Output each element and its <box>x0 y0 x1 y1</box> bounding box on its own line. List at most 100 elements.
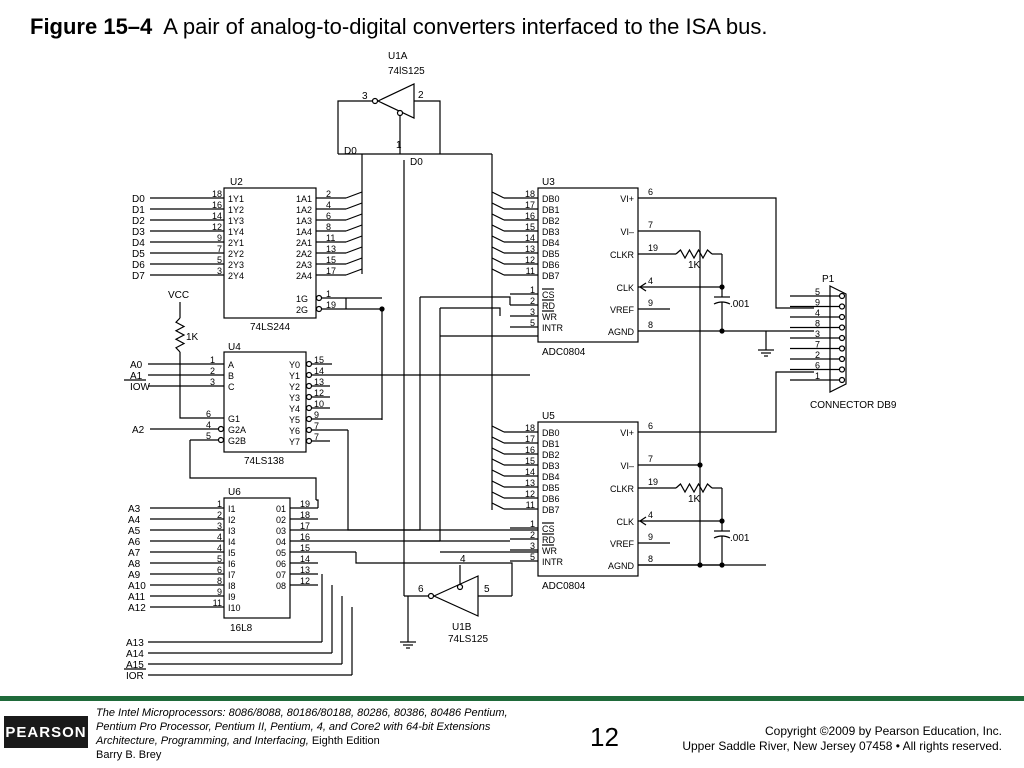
u4-pin-number: 14 <box>314 366 324 376</box>
u6-pin-number: 3 <box>217 521 222 531</box>
figure-caption: A pair of analog-to-digital converters i… <box>163 14 768 39</box>
u2-pin-name: 2Y1 <box>228 238 244 248</box>
u2-pin-number: 19 <box>326 300 336 310</box>
adc-b-pin-name: RD <box>542 535 555 545</box>
u2-ref: U2 <box>230 177 243 188</box>
u6-pin-number: 2 <box>217 510 222 520</box>
adc-b-pin-number: 2 <box>530 530 535 540</box>
u2-pin-name: 2Y4 <box>228 271 244 281</box>
u2-bus-entry <box>345 202 363 210</box>
connector-pin-contact <box>838 313 846 321</box>
u2-pin-number: 18 <box>212 189 222 199</box>
u1b-buffer <box>432 575 479 617</box>
u2-pin-number: 15 <box>326 255 336 265</box>
bus-label-d0: D0 <box>344 146 357 157</box>
u6-net-label: A11 <box>128 592 145 603</box>
adc-a-pin-number: 5 <box>530 318 535 328</box>
u6-extra-net-label: A13 <box>126 638 144 649</box>
u4-pin-name: Y5 <box>289 415 300 425</box>
u6-pin-number: 11 <box>213 598 222 608</box>
pullup-wire <box>179 352 224 419</box>
u6-pin-name: I1 <box>228 504 236 514</box>
copyright-line1: Copyright ©2009 by Pearson Education, In… <box>765 724 1002 738</box>
u6-extra-net-label: A14 <box>126 649 144 660</box>
u2-pin-name: 1Y3 <box>228 216 244 226</box>
adc-a-pin-name: INTR <box>542 323 563 333</box>
u4-enable-bubble <box>217 425 225 433</box>
adc-b-pin-number: 9 <box>648 532 653 542</box>
u6-pin-name: I2 <box>228 515 236 525</box>
u1b-pin-label: 5 <box>484 584 490 595</box>
adc-b-pin-number: 8 <box>648 554 653 564</box>
adc-a-pin-number: 6 <box>648 187 653 197</box>
connector-pin-number: 8 <box>815 319 820 329</box>
adc-a-pin-name: AGND <box>608 327 635 337</box>
u4-pin-number: 12 <box>314 388 324 398</box>
adc-b-pin-number: 11 <box>526 500 535 510</box>
u4-pin-name: G2B <box>228 436 246 446</box>
adc-b-pin-number: 5 <box>530 552 535 562</box>
u4-pin-name: Y4 <box>289 404 300 414</box>
adc-b-clk-resistor <box>675 482 713 494</box>
connector-pin-number: 2 <box>815 350 820 360</box>
u6-net-label: A5 <box>128 526 141 537</box>
u6-pin-number: 5 <box>217 554 222 564</box>
u6-part: 16L8 <box>230 623 253 634</box>
u6-pin-number: 1 <box>217 499 222 509</box>
adc-b-bus-entry <box>491 447 505 455</box>
u4-output-bubble <box>305 415 313 423</box>
adc-b-pin-number: 6 <box>648 421 653 431</box>
adc-b-pin-name: VI+ <box>620 428 634 438</box>
adc-a-pin-name: DB1 <box>542 205 560 215</box>
adc-a-ref: U3 <box>542 177 555 188</box>
connector-pin-number: 3 <box>815 329 820 339</box>
u4-output-bubble <box>305 360 313 368</box>
adc-a-pin-number: 15 <box>525 222 535 232</box>
u1b-part: 74LS125 <box>448 634 488 645</box>
u2-pin-number: 8 <box>326 222 331 232</box>
u2-net-label: D6 <box>132 260 145 271</box>
u2-pin-number: 17 <box>326 266 336 276</box>
connector-pin-contact <box>838 366 846 373</box>
adc-b-pin-number: 16 <box>525 445 535 455</box>
adc-a-clk-resistor <box>675 248 713 260</box>
pearson-logo: PEARSON <box>4 716 88 748</box>
u1b-pin-label: 4 <box>460 554 466 565</box>
u6-net-label: A12 <box>128 603 146 614</box>
u2-pin-number: 6 <box>326 211 331 221</box>
u4-pin-name: Y7 <box>289 437 300 447</box>
adc-a-pin-number: 9 <box>648 298 653 308</box>
u2-pin-name: 2A4 <box>296 271 312 281</box>
connector-label: CONNECTOR DB9 <box>810 400 897 411</box>
u4-net-label: A2 <box>132 425 145 436</box>
book-title: The Intel Microprocessors: <box>96 707 226 719</box>
u4-chip-body <box>223 351 307 453</box>
book-author: Barry B. Brey <box>96 749 162 761</box>
adc-a-part: ADC0804 <box>542 347 586 358</box>
u1b-ref: U1B <box>452 622 472 633</box>
adc-a-pin-name: DB6 <box>542 260 560 270</box>
u6-net-label: A10 <box>128 581 146 592</box>
u1a-part: 74lS125 <box>388 66 425 77</box>
connector-ref: P1 <box>822 274 835 285</box>
adc-a-pin-number: 8 <box>648 320 653 330</box>
u2-pin-name: 1A1 <box>296 194 312 204</box>
u1a-buffer <box>376 83 415 119</box>
u2-bus-entry <box>345 191 363 199</box>
u6-pin-name: 08 <box>276 581 286 591</box>
u2-chip-body <box>223 187 317 319</box>
u1a-pin-label: 3 <box>362 91 368 102</box>
connector-pin-contact <box>838 292 846 300</box>
adc-a-pin-name: DB7 <box>542 271 560 281</box>
u2-pin-number: 16 <box>212 200 222 210</box>
u4-pin-number: 3 <box>210 377 215 387</box>
u6-pin-number: 16 <box>300 532 310 542</box>
adc-a-rd-route <box>420 296 511 305</box>
adc-b-pin-name: DB1 <box>542 439 560 449</box>
u6-pin-number: 8 <box>217 576 222 586</box>
book-models: 8086/8088, 80186/80188, 80286, 80386, 80… <box>225 707 508 719</box>
adc-b-pin-name: DB3 <box>542 461 560 471</box>
u6-net-label: A3 <box>128 504 141 515</box>
adc-a-bus-entry <box>491 235 505 243</box>
